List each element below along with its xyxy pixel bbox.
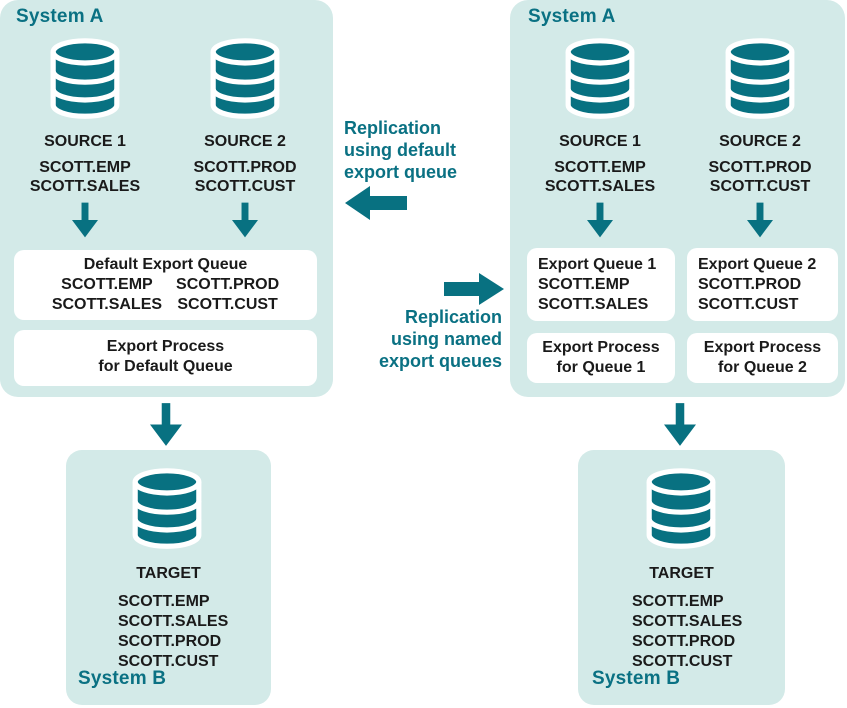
arrow-down-icon — [72, 202, 98, 238]
default-export-process-box: Export Process for Default Queue — [14, 330, 317, 386]
replication-named-label: Replication using named export queues — [378, 307, 502, 371]
source1-tables: SCOTT.EMP SCOTT.SALES — [544, 159, 656, 195]
source1-label: SOURCE 1 — [44, 133, 126, 150]
replication-default-label: Replication using default export queue — [344, 118, 458, 182]
export-queue-1-box: Export Queue 1 SCOTT.EMP SCOTT.SALES — [527, 248, 675, 321]
target-tables: SCOTT.EMP SCOTT.SALES SCOTT.PROD SCOTT.C… — [632, 593, 743, 670]
source2-tables: SCOTT.PROD SCOTT.CUST — [193, 159, 297, 195]
arrow-right-icon — [444, 273, 504, 305]
source2-tables: SCOTT.PROD SCOTT.CUST — [708, 159, 812, 195]
target-label: TARGET — [649, 565, 714, 582]
arrow-down-icon — [747, 202, 773, 238]
export-queue-2-title: Export Queue 2 — [698, 256, 817, 273]
export-process-2-box: Export Process for Queue 2 — [687, 333, 838, 383]
arrow-left-icon — [345, 186, 407, 220]
target-label: TARGET — [136, 565, 201, 582]
database-icon — [210, 38, 280, 119]
database-icon — [725, 38, 795, 119]
source2-label: SOURCE 2 — [719, 133, 801, 150]
right-system-a-title: System A — [528, 6, 616, 27]
left-system-a-title: System A — [16, 6, 104, 27]
arrow-down-icon — [150, 403, 182, 446]
right-system-b-title: System B — [592, 668, 681, 689]
right-system-a-panel: System A SOURCE 1 SOURCE 2 SCOTT.EMP SCO… — [510, 0, 845, 397]
database-icon — [50, 38, 120, 119]
database-icon — [565, 38, 635, 119]
left-system-b-title: System B — [78, 668, 167, 689]
database-icon — [132, 468, 202, 549]
right-system-b-panel: TARGET SCOTT.EMP SCOTT.SALES SCOTT.PROD … — [578, 450, 785, 705]
target-tables: SCOTT.EMP SCOTT.SALES SCOTT.PROD SCOTT.C… — [118, 593, 229, 670]
default-export-queue-box: Default Export Queue SCOTT.EMP SCOTT.SAL… — [14, 250, 317, 320]
arrow-down-icon — [232, 202, 258, 238]
export-process-1-box: Export Process for Queue 1 — [527, 333, 675, 383]
source1-label: SOURCE 1 — [559, 133, 641, 150]
arrow-down-icon — [664, 403, 696, 446]
export-queue-2-box: Export Queue 2 SCOTT.PROD SCOTT.CUST — [687, 248, 838, 321]
arrow-down-icon — [587, 202, 613, 238]
left-system-b-panel: TARGET SCOTT.EMP SCOTT.SALES SCOTT.PROD … — [66, 450, 271, 705]
database-icon — [646, 468, 716, 549]
default-export-queue-title: Default Export Queue — [83, 256, 248, 273]
left-system-a-panel: System A SOURCE 1 SOURCE 2 SCOTT.EMP SCO… — [0, 0, 333, 397]
default-export-queue-tables: SCOTT.EMP SCOTT.SALES SCOTT.PROD SCOTT.C… — [51, 276, 280, 313]
export-queue-1-title: Export Queue 1 — [538, 256, 657, 273]
source1-tables: SCOTT.EMP SCOTT.SALES — [29, 159, 141, 195]
source2-label: SOURCE 2 — [204, 133, 286, 150]
